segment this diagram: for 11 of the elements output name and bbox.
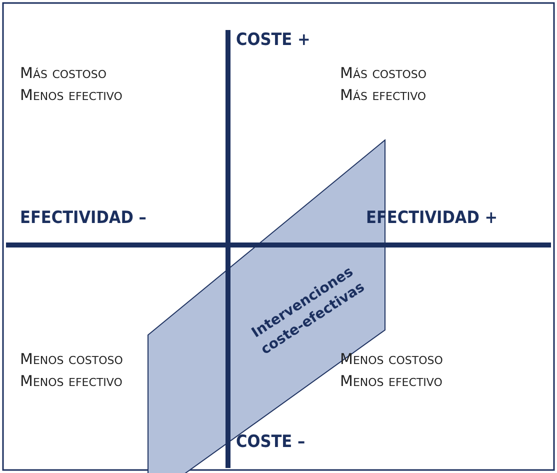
quadrant-label: Menos costoso (340, 350, 443, 370)
quadrant-label: Menos efectivo (20, 371, 122, 392)
axis-label: EFECTIVIDAD – (20, 208, 146, 228)
quadrant-label: Menos efectivo (20, 85, 122, 106)
quadrant-label: Menos costoso (20, 349, 123, 370)
axis-label: COSTE – (236, 432, 306, 452)
quadrant-label: Más efectivo (340, 85, 426, 106)
axis-label: COSTE + (236, 30, 310, 50)
quadrant-label: Más costoso (340, 63, 427, 84)
quadrant-label: Menos efectivo (340, 371, 442, 392)
quadrant-label: Más costoso (20, 63, 107, 84)
